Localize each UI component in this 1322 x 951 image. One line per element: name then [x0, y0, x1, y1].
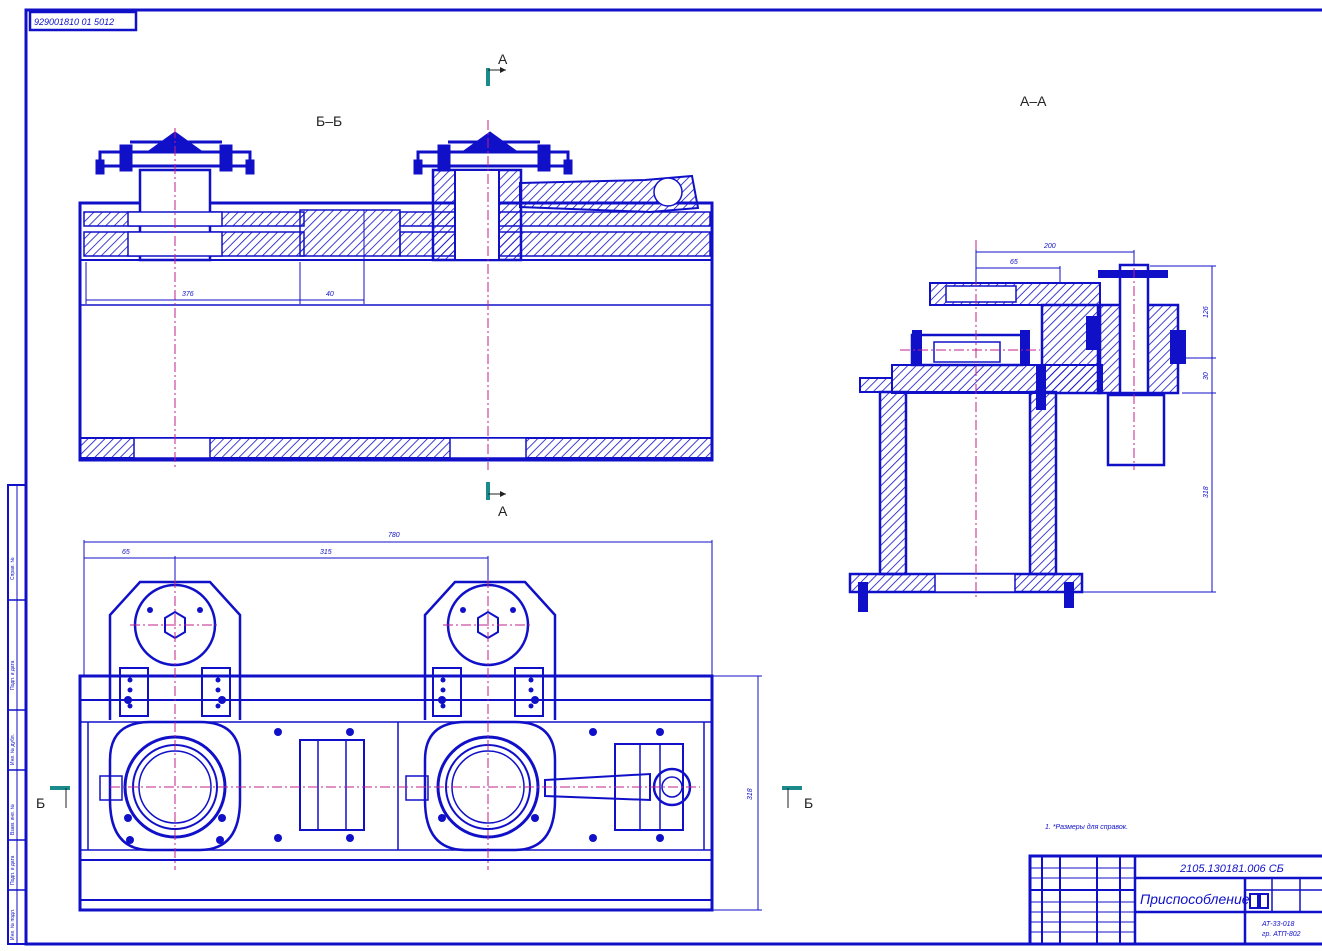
title-drawing-number: 2105.130181.006 СБ [1179, 863, 1284, 875]
note-reference-dimensions: 1. *Размеры для справок. [1045, 823, 1128, 831]
title-name: Приспособление [1140, 891, 1250, 907]
plan-right-clamp [423, 580, 692, 852]
cut-b-right-label: Б [804, 795, 813, 811]
section-aa-view: А–А [848, 93, 1216, 612]
dim-bb-left: 376 [182, 291, 194, 298]
section-bb-view: Б–Б [78, 113, 714, 470]
side-label-6: Инв. № подл. [10, 909, 16, 940]
top-code-box: 929001810 01 5012 [28, 10, 138, 32]
cut-marker-a-bottom: А [486, 482, 508, 519]
dim-plan-height: 318 [747, 788, 754, 800]
cut-marker-a-top: А [486, 51, 508, 86]
dim-plan-overall: 780 [388, 532, 400, 539]
cut-b-left-label: Б [36, 795, 45, 811]
side-label-4: Взам. инв. № [10, 804, 16, 835]
side-label-3: Инв. № дубл. [10, 734, 16, 765]
right-clamp-assembly [413, 131, 700, 262]
dim-aa-top: 200 [1043, 243, 1056, 250]
dim-aa-top-inner: 65 [1010, 259, 1018, 266]
cut-a-top-label: А [498, 51, 508, 67]
dim-plan-left: 65 [122, 549, 130, 556]
dim-aa-right-mid: 30 [1203, 372, 1210, 380]
title-block [1028, 854, 1322, 946]
cut-a-bottom-label: А [498, 503, 508, 519]
sheet-frame [7, 8, 1322, 946]
side-labels: Справ. № Подп. и дата Инв. № дубл. Взам.… [10, 557, 16, 940]
dim-aa-right-lower: 318 [1203, 486, 1210, 498]
title-org-line-2: гр. АТП-802 [1262, 931, 1301, 938]
dim-plan-pitch: 315 [320, 549, 332, 556]
side-label-5: Подп. и дата [10, 855, 16, 885]
plan-view [78, 540, 762, 912]
cut-marker-b-right: Б [782, 786, 813, 811]
side-label-1: Справ. № [10, 557, 16, 580]
cut-marker-b-left: Б [36, 786, 70, 811]
top-code-text: 929001810 01 5012 [34, 17, 114, 27]
section-bb-label: Б–Б [316, 113, 342, 129]
dim-aa-right-upper: 126 [1203, 306, 1210, 318]
side-label-2: Подп. и дата [10, 660, 16, 690]
dim-bb-small: 40 [326, 291, 334, 298]
title-org-line-1: АТ-33-018 [1261, 921, 1294, 928]
section-aa-label: А–А [1020, 93, 1047, 109]
